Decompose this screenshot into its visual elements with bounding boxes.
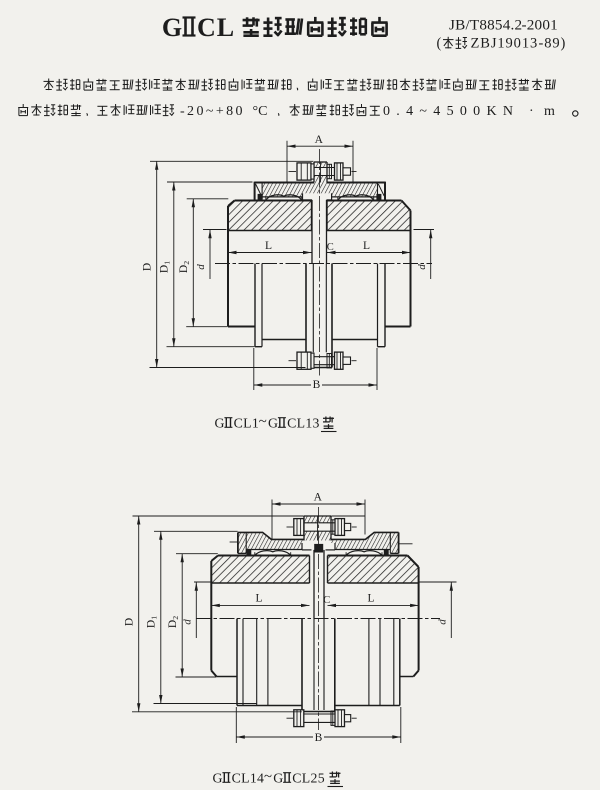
svg-text:D: D: [142, 263, 154, 271]
svg-text:C: C: [323, 595, 330, 606]
svg-text:G: G: [162, 13, 182, 42]
svg-text:(: (: [437, 36, 442, 52]
svg-text:CL: CL: [197, 13, 235, 42]
svg-text:d: d: [416, 264, 428, 270]
svg-text:0.4~4500KN: 0.4~4500KN: [383, 104, 519, 119]
svg-text:-89): -89): [539, 36, 567, 52]
svg-text:A: A: [314, 492, 323, 504]
svg-text:G: G: [273, 771, 283, 786]
svg-text:CL25: CL25: [292, 771, 325, 786]
svg-text:CL14: CL14: [232, 771, 265, 786]
svg-text:B: B: [315, 732, 323, 744]
svg-text:m: m: [544, 104, 555, 119]
svg-text:L: L: [255, 593, 262, 605]
svg-text:CL13: CL13: [287, 416, 320, 431]
svg-text:~: ~: [264, 769, 272, 785]
svg-text:D2: D2: [167, 616, 180, 628]
svg-text:C: C: [327, 242, 334, 253]
svg-text:L: L: [265, 240, 272, 252]
svg-text:L: L: [363, 240, 370, 252]
svg-text:d: d: [437, 619, 449, 625]
svg-text:G: G: [268, 416, 278, 431]
svg-text:·: ·: [529, 104, 534, 119]
svg-text:G: G: [215, 416, 225, 431]
svg-text:-2001: -2001: [522, 17, 558, 34]
svg-text:D: D: [123, 618, 135, 626]
svg-text:d: d: [181, 619, 193, 625]
svg-text:CL1: CL1: [234, 416, 259, 431]
svg-text:L: L: [367, 593, 374, 605]
svg-text:~: ~: [259, 414, 267, 430]
svg-text:ZBJ19013: ZBJ19013: [471, 36, 539, 52]
svg-text:B: B: [313, 379, 321, 391]
svg-text:D1: D1: [146, 616, 159, 628]
svg-text:d: d: [195, 264, 207, 270]
svg-text:G: G: [213, 771, 223, 786]
svg-text:D1: D1: [159, 261, 172, 273]
svg-text:A: A: [315, 134, 324, 146]
svg-text:-20~+80: -20~+80: [180, 104, 245, 119]
svg-text:D2: D2: [178, 261, 191, 273]
svg-text:°C: °C: [253, 104, 268, 119]
svg-text:JB/T8854.2: JB/T8854.2: [449, 17, 522, 34]
